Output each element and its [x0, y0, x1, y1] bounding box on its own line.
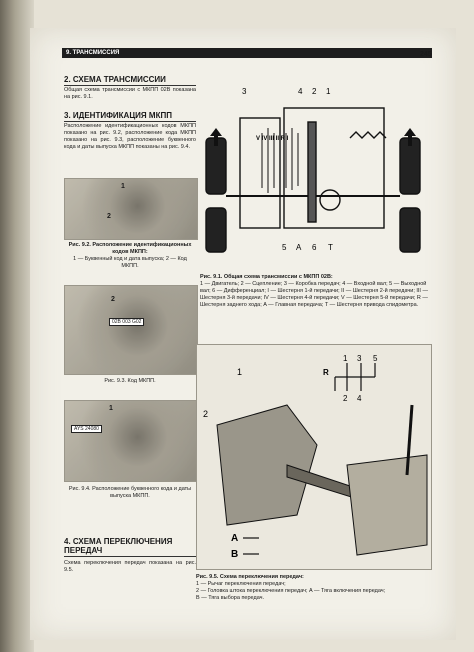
- fig91-label-6: 6: [312, 243, 317, 252]
- pattern-2: 2: [343, 394, 348, 403]
- section-header-title: 9. ТРАНСМИССИЯ: [66, 50, 120, 56]
- figure-9-1-legend: 1 — Двигатель; 2 — Сцепление; 3 — Коробк…: [200, 281, 428, 308]
- figure-9-2-legend: 1 — Буквенный код и дата выпуска; 2 — Ко…: [73, 256, 187, 269]
- right-front-wheel: [399, 137, 421, 195]
- fig91-label-1: 1: [326, 87, 331, 96]
- figure-9-5-drawing: R 1 2 3 4 5 1 2 A B: [196, 344, 432, 570]
- figure-9-5-legend-1: 1 — Рычаг переключения передач;: [196, 581, 286, 587]
- section-4-text: Схема переключения передач показана на р…: [64, 560, 196, 573]
- fig94-code-plate: AYS 24080: [71, 425, 102, 433]
- figure-9-2-photo: 1 2: [64, 178, 198, 240]
- shaft-profile: [349, 131, 387, 139]
- shift-lever: [405, 404, 414, 476]
- fig93-code-plate: 02B 003 G02: [109, 318, 145, 326]
- figure-9-2-title: Рис. 9.2. Расположение идентификационных…: [68, 242, 192, 255]
- fig95-callout-1: 1: [237, 367, 242, 377]
- pattern-1: 1: [343, 354, 348, 363]
- figure-9-1-caption: Рис. 9.1. Общая схема трансмиссии с МКПП…: [200, 274, 436, 309]
- figure-9-1-diagram: 3 4 2 1 V IV III II R I 5 A 6 T: [205, 87, 421, 253]
- figure-9-4-photo: 1 AYS 24080: [64, 400, 198, 482]
- pattern-3: 3: [357, 354, 362, 363]
- figure-9-5-caption: Рис. 9.5. Схема переключения передач: 1 …: [196, 574, 430, 602]
- fig91-label-3: 3: [242, 87, 247, 96]
- fig92-callout-2: 2: [107, 213, 111, 220]
- section-4-title: 4. СХЕМА ПЕРЕКЛЮЧЕНИЯ ПЕРЕДАЧ: [64, 536, 196, 557]
- fig91-label-A: A: [296, 243, 302, 252]
- fig91-label-2: 2: [312, 87, 317, 96]
- section-2-title: 2. СХЕМА ТРАНСМИССИИ: [64, 74, 196, 86]
- fig95-callout-2: 2: [203, 409, 208, 419]
- gear-stack: [261, 126, 299, 196]
- figure-9-5-title: Рис. 9.5. Схема переключения передач:: [196, 574, 304, 580]
- right-rear-wheel: [399, 207, 421, 253]
- fig91-label-5: 5: [282, 243, 287, 252]
- figure-9-1-title: Рис. 9.1. Общая схема трансмиссии с МКПП…: [200, 274, 333, 280]
- differential: [319, 189, 341, 211]
- gearbox-case-photo: [65, 286, 197, 374]
- left-rear-wheel: [205, 207, 227, 253]
- page-number: 245: [420, 51, 432, 58]
- pattern-5: 5: [373, 354, 378, 363]
- pattern-R: R: [323, 368, 329, 377]
- gearbox-housing: [283, 107, 385, 229]
- rod-label-A: A: [231, 533, 238, 544]
- fig94-callout-1: 1: [109, 405, 113, 412]
- transmission-photo: [65, 179, 197, 239]
- figure-9-3-caption: Рис. 9.3. Код МКПП.: [104, 378, 156, 384]
- section-header: 9. ТРАНСМИССИЯ: [62, 48, 432, 58]
- fig91-gear-labels: V IV III II R I: [256, 136, 289, 142]
- shift-boot: [346, 454, 428, 556]
- fig91-label-T: T: [328, 243, 333, 252]
- figure-9-5-legend-3: B — Тяга выбора передач.: [196, 595, 265, 601]
- fig92-callout-1: 1: [121, 183, 125, 190]
- gearbox-detail-photo: [65, 401, 197, 481]
- pattern-4: 4: [357, 394, 362, 403]
- book-spine-shadow: [0, 0, 34, 652]
- shift-pattern: [334, 363, 376, 391]
- figure-9-5-legend-2: 2 — Головка штока переключения передач; …: [196, 588, 386, 594]
- direction-arrows: [210, 128, 416, 146]
- section-2-text: Общая схема трансмиссии с МКПП 02В показ…: [64, 87, 196, 100]
- figure-9-4-caption: Рис. 9.4. Расположение буквенного кода и…: [68, 486, 192, 499]
- figure-9-3-photo: 2 02B 003 G02: [64, 285, 198, 375]
- fig91-label-4: 4: [298, 87, 303, 96]
- rod-label-B: B: [231, 549, 238, 560]
- figure-9-2-caption: Рис. 9.2. Расположение идентификационных…: [64, 242, 196, 270]
- section-3-text: Расположение идентификационных кодов МКП…: [64, 123, 196, 150]
- rod-direction-arrows: [243, 537, 259, 555]
- section-3-title: 3. ИДЕНТИФИКАЦИЯ МКПП: [64, 110, 196, 122]
- left-front-wheel: [205, 137, 227, 195]
- fig93-callout-2: 2: [111, 296, 115, 303]
- shift-linkage-illustration: R 1 2 3 4 5 1 2 A B: [203, 354, 428, 560]
- clutch-disc: [307, 121, 317, 223]
- gearbox-casing: [216, 404, 318, 526]
